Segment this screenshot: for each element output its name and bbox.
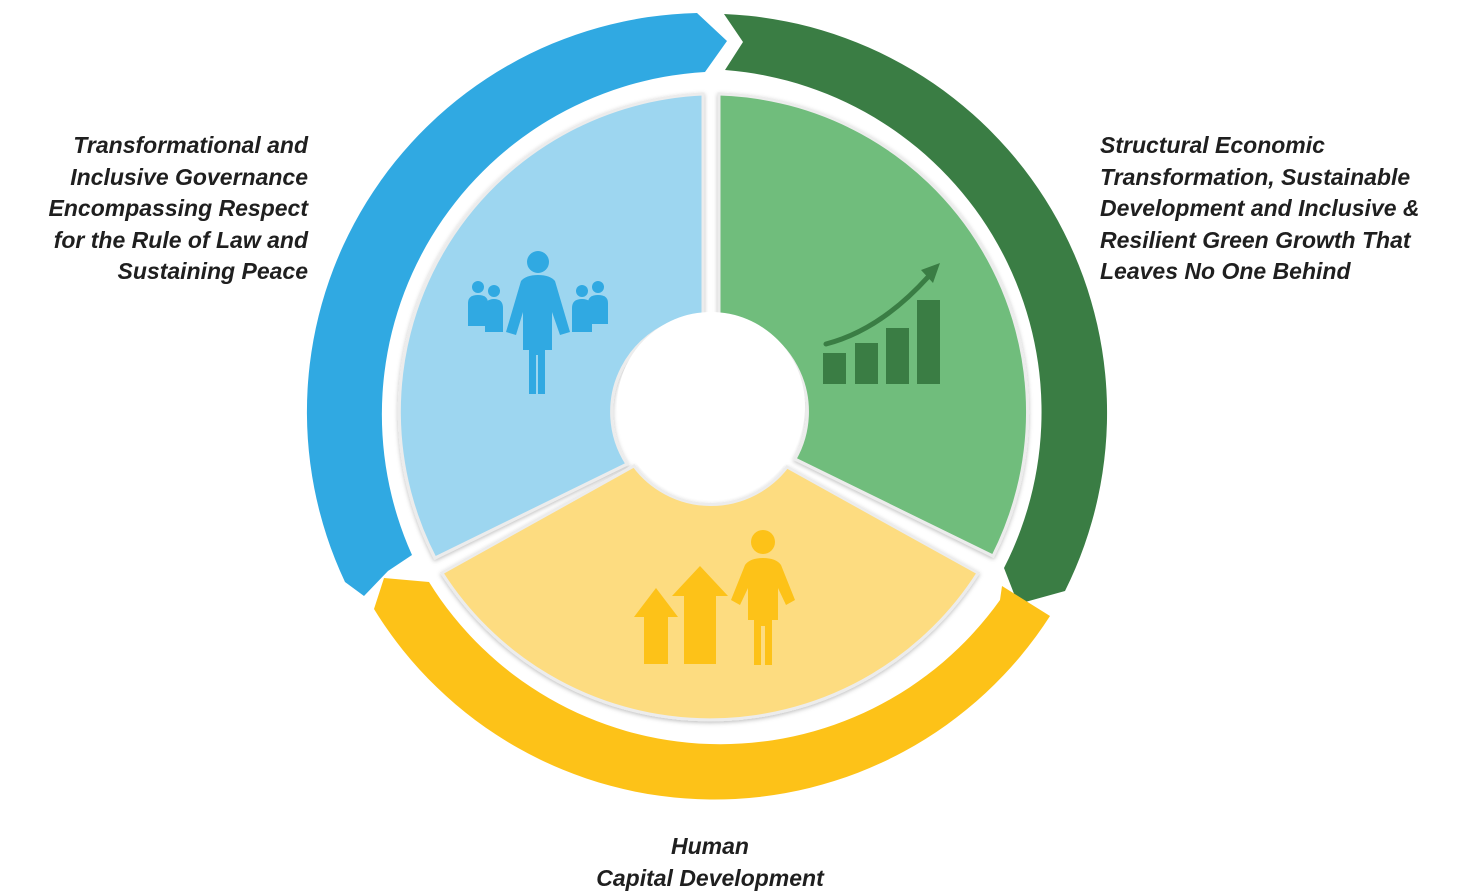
growth-chart-icon [823,263,940,384]
people-team-icon [468,251,608,394]
economic-arrow-ring [724,14,1108,604]
economic-pillar-label: Structural Economic Transformation, Sust… [1100,132,1420,284]
human-capital-pillar-label: Human Capital Development [596,833,824,891]
center-hole [617,312,805,500]
governance-pillar-label: Transformational and Inclusive Governanc… [48,132,308,284]
human-capital-arrow-ring [374,578,1050,800]
governance-arrow-ring [306,13,727,596]
person-growth-arrows-icon [634,530,795,665]
